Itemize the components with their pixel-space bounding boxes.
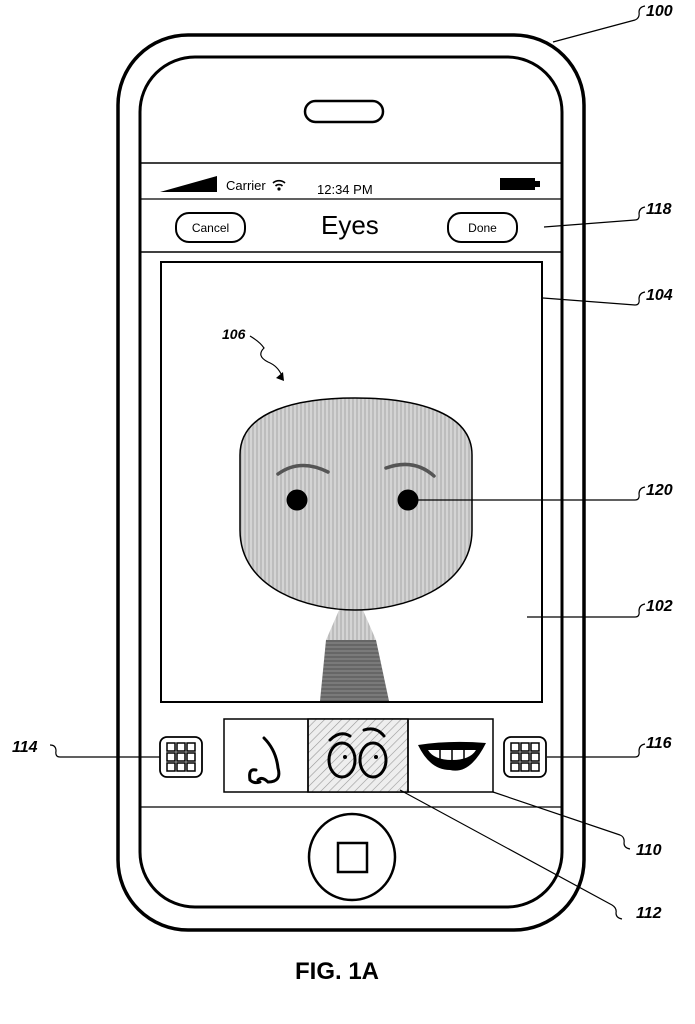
leader-102	[527, 603, 646, 618]
arrowhead-106	[276, 372, 284, 381]
ref-118: 118	[646, 201, 672, 218]
ref-106: 106	[222, 326, 246, 342]
grid-icon-right	[510, 742, 540, 772]
wifi-dot	[277, 187, 281, 191]
avatar	[239, 397, 473, 701]
signal-strength-icon	[160, 176, 217, 192]
figure-caption: FIG. 1A	[295, 958, 380, 985]
leader-104	[542, 291, 646, 306]
avatar-canvas	[160, 261, 543, 703]
left-eye[interactable]	[286, 489, 308, 511]
nose-icon[interactable]	[248, 736, 281, 785]
ref-114: 114	[12, 739, 38, 756]
leader-112	[399, 789, 623, 920]
wifi-icon	[272, 179, 286, 187]
ref-104: 104	[646, 287, 673, 304]
cartoon-eyes-icon[interactable]	[327, 727, 388, 779]
ref-120: 120	[646, 482, 673, 499]
home-button[interactable]	[307, 812, 397, 902]
ref-110: 110	[636, 842, 662, 859]
right-eye[interactable]	[397, 489, 419, 511]
leader-118	[543, 206, 646, 228]
status-time: 12:34 PM	[317, 182, 373, 197]
right-grid-button[interactable]	[503, 736, 547, 778]
carrier-label: Carrier	[226, 178, 266, 193]
ref-112: 112	[636, 905, 662, 922]
ref-116: 116	[646, 735, 672, 752]
leader-100	[552, 5, 646, 43]
leader-106	[249, 335, 283, 377]
avatar-shirt	[320, 640, 389, 701]
battery-tip	[535, 181, 540, 187]
right-eyebrow-shape	[384, 462, 436, 478]
ref-102: 102	[646, 598, 673, 615]
speaker-slot	[303, 99, 385, 124]
leader-116	[547, 743, 646, 758]
avatar-neck	[326, 608, 376, 640]
avatar-head	[239, 397, 473, 611]
left-eyebrow-shape	[276, 463, 330, 476]
cancel-button[interactable]: Cancel	[175, 212, 246, 243]
leader-110	[492, 791, 631, 850]
leader-120	[413, 486, 646, 501]
grid-icon-left	[166, 742, 196, 772]
leader-lines	[49, 5, 646, 920]
page-title: Eyes	[321, 210, 379, 240]
leader-114	[49, 744, 160, 758]
home-square-icon	[336, 841, 369, 874]
ref-100: 100	[646, 3, 673, 20]
device-outer-body	[116, 33, 586, 932]
smiling-mouth-icon[interactable]	[418, 741, 486, 771]
device-inner-bezel	[138, 55, 564, 909]
selector-item-eyes-bg[interactable]	[307, 718, 409, 793]
left-grid-button[interactable]	[159, 736, 203, 778]
done-button[interactable]: Done	[447, 212, 518, 243]
battery-icon	[500, 178, 535, 190]
